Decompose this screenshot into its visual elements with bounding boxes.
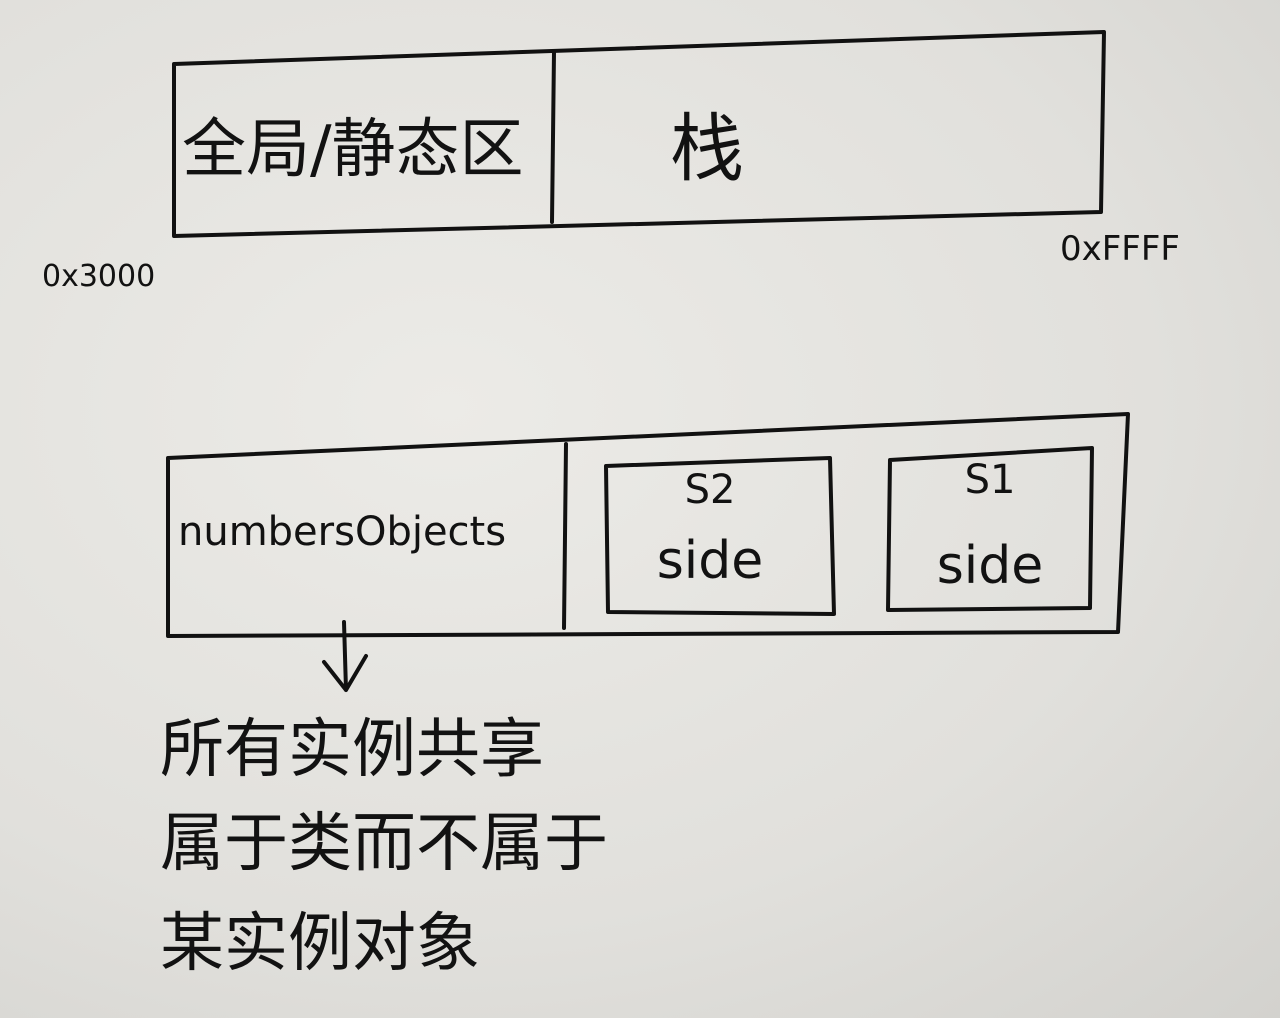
s1-instance-name: S1 [964,457,1016,503]
memory-bar-outline [172,30,1106,238]
s1-instance-field: side [936,536,1044,596]
s2-instance-box [604,456,836,616]
memory-bar-divider [550,50,556,224]
stack-area-label: 栈 [670,106,744,192]
s2-instance-field: side [656,531,764,591]
end-address-label: 0xFFFF [1060,229,1180,269]
shared-field-label: numbersObjects [178,509,507,555]
note-line: 属于类而不属于 [160,807,608,881]
object-bar-divider [562,442,568,630]
s1-instance-box [886,446,1094,612]
s2-instance-name: S2 [684,467,736,513]
start-address-label: 0x3000 [42,259,156,294]
note-line: 某实例对象 [160,907,480,981]
note-line: 所有实例共享 [160,713,544,787]
global-static-area-label: 全局/静态区 [182,113,524,187]
object-bar-outline [166,412,1130,638]
down-arrow-icon [322,620,368,692]
